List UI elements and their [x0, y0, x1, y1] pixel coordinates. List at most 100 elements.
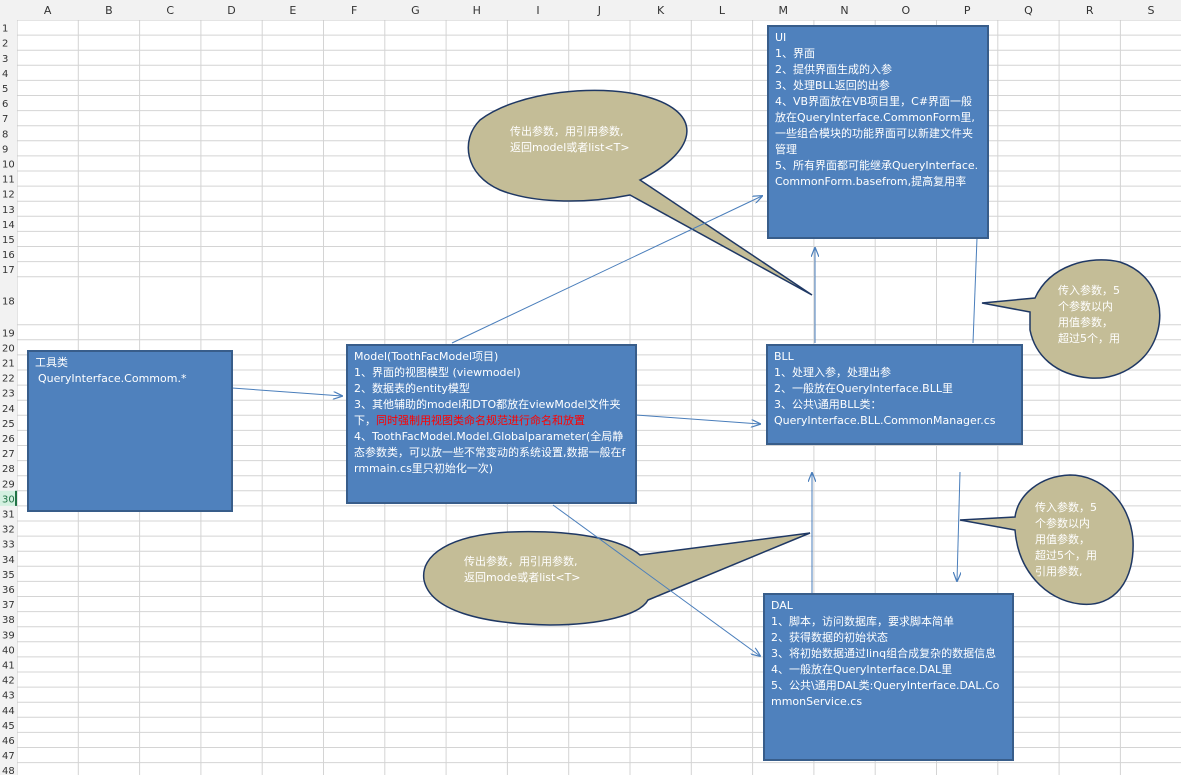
row-header-47[interactable]: 47 — [2, 751, 15, 762]
tools-box[interactable]: 工具类 QueryInterface.Commom.* — [27, 350, 233, 512]
column-header-I[interactable]: I — [536, 4, 539, 17]
column-header-H[interactable]: H — [473, 4, 481, 17]
row-header-21[interactable]: 21 — [2, 358, 15, 369]
row-headers[interactable]: 1234567891011121314151617181920212223242… — [0, 0, 17, 775]
row-header-31[interactable]: 31 — [2, 509, 15, 520]
bubble-right-top-text: 传入参数，5 个参数以内 用值参数， 超过5个，用 — [1058, 283, 1158, 347]
row-header-3[interactable]: 3 — [2, 54, 8, 65]
row-header-6[interactable]: 6 — [2, 99, 8, 110]
row-header-38[interactable]: 38 — [2, 615, 15, 626]
bubble-right-top-line3: 用值参数， — [1058, 316, 1113, 329]
ui-box-line1: 1、界面 — [775, 47, 815, 60]
column-header-B[interactable]: B — [105, 4, 113, 17]
tools-box-title: 工具类 — [35, 356, 68, 369]
column-header-M[interactable]: M — [779, 4, 789, 17]
bll-box[interactable]: BLL 1、处理入参，处理出参 2、一般放在QueryInterface.BLL… — [766, 344, 1023, 445]
arrow-ui-to-bll — [972, 237, 978, 344]
row-header-26[interactable]: 26 — [2, 434, 15, 445]
model-box[interactable]: Model(ToothFacModel项目) 1、界面的视图模型 (viewmo… — [346, 344, 637, 504]
row-header-36[interactable]: 36 — [2, 585, 15, 596]
model-box-line3-text: 3、其他辅助的model和DTO都放在viewModel文件夹下， — [354, 398, 621, 427]
column-headers[interactable]: A B C D E F G H I J K L M N O P Q R S — [0, 0, 1181, 20]
bubble-right-top-line2: 个参数以内 — [1058, 300, 1113, 313]
row-header-15[interactable]: 15 — [2, 235, 15, 246]
row-header-29[interactable]: 29 — [2, 479, 15, 490]
row-header-42[interactable]: 42 — [2, 676, 15, 687]
dal-box-line4: 4、一般放在QueryInterface.DAL里 — [771, 663, 953, 676]
row-header-44[interactable]: 44 — [2, 706, 15, 717]
dal-box[interactable]: DAL 1、脚本，访问数据库，要求脚本简单 2、获得数据的初始状态 3、将初始数… — [763, 593, 1014, 761]
row-header-28[interactable]: 28 — [2, 464, 15, 475]
row-header-4[interactable]: 4 — [2, 69, 8, 80]
bll-box-title: BLL — [774, 350, 794, 363]
row-header-17[interactable]: 17 — [2, 265, 15, 276]
bubble-right-bottom-line3: 用值参数， — [1035, 533, 1090, 546]
row-header-16[interactable]: 16 — [2, 250, 15, 261]
arrow-model-to-dal — [552, 504, 760, 656]
ui-box-line3: 3、处理BLL返回的出参 — [775, 79, 890, 92]
row-header-23[interactable]: 23 — [2, 389, 15, 400]
row-header-35[interactable]: 35 — [2, 570, 15, 581]
arrow-bll-to-dal — [957, 471, 960, 581]
column-header-bar — [0, 0, 1181, 20]
row-header-41[interactable]: 41 — [2, 660, 15, 671]
row-header-10[interactable]: 10 — [2, 159, 15, 170]
column-header-P[interactable]: P — [964, 4, 971, 17]
row-header-8[interactable]: 8 — [2, 129, 8, 140]
column-header-S[interactable]: S — [1148, 4, 1155, 17]
column-header-R[interactable]: R — [1086, 4, 1094, 17]
bubble-bottom-text: 传出参数，用引用参数, 返回mode或者list<T> — [464, 554, 634, 586]
callout-bubble-right-top — [981, 259, 1161, 379]
row-header-30[interactable]: 30 — [2, 494, 15, 505]
column-header-G[interactable]: G — [411, 4, 420, 17]
row-header-20[interactable]: 20 — [2, 343, 15, 354]
row-header-24[interactable]: 24 — [2, 404, 15, 415]
column-header-E[interactable]: E — [289, 4, 296, 17]
bubble-right-top-line1: 传入参数，5 — [1058, 284, 1120, 297]
row-header-7[interactable]: 7 — [2, 114, 8, 125]
row-header-33[interactable]: 33 — [2, 540, 15, 551]
column-header-F[interactable]: F — [351, 4, 357, 17]
column-header-J[interactable]: J — [597, 4, 601, 17]
column-header-K[interactable]: K — [657, 4, 665, 17]
row-header-32[interactable]: 32 — [2, 525, 15, 536]
bll-box-line1: 1、处理入参，处理出参 — [774, 366, 891, 379]
row-header-27[interactable]: 27 — [2, 449, 15, 460]
row-header-46[interactable]: 46 — [2, 736, 15, 747]
row-header-18[interactable]: 18 — [2, 297, 15, 308]
row-header-39[interactable]: 39 — [2, 630, 15, 641]
column-header-O[interactable]: O — [902, 4, 911, 17]
dal-box-line5: 5、公共\通用DAL类:QueryInterface.DAL.CommonSer… — [771, 679, 1000, 708]
row-header-25[interactable]: 25 — [2, 419, 15, 430]
bubble-right-bottom-text: 传入参数，5 个参数以内 用值参数， 超过5个，用 引用参数, — [1035, 500, 1130, 580]
row-header-13[interactable]: 13 — [2, 205, 15, 216]
bubble-right-bottom-line4: 超过5个，用 — [1035, 549, 1097, 562]
column-header-D[interactable]: D — [227, 4, 235, 17]
row-header-45[interactable]: 45 — [2, 721, 15, 732]
column-header-L[interactable]: L — [719, 4, 726, 17]
arrow-tools-to-model — [231, 387, 342, 396]
column-header-C[interactable]: C — [166, 4, 174, 17]
row-header-11[interactable]: 11 — [2, 175, 15, 186]
row-header-19[interactable]: 19 — [2, 328, 15, 339]
bubble-right-bottom-line5: 引用参数, — [1035, 565, 1083, 578]
row-header-2[interactable]: 2 — [2, 39, 8, 50]
arrow-model-to-bll — [635, 414, 760, 424]
row-header-9[interactable]: 9 — [2, 144, 8, 155]
row-header-43[interactable]: 43 — [2, 691, 15, 702]
column-header-A[interactable]: A — [44, 4, 52, 17]
row-header-22[interactable]: 22 — [2, 374, 15, 385]
column-header-Q[interactable]: Q — [1024, 4, 1033, 17]
row-header-5[interactable]: 5 — [2, 84, 8, 95]
row-header-40[interactable]: 40 — [2, 645, 15, 656]
row-header-37[interactable]: 37 — [2, 600, 15, 611]
bubble-right-bottom-line2: 个参数以内 — [1035, 517, 1090, 530]
row-header-48[interactable]: 48 — [2, 766, 15, 775]
row-header-14[interactable]: 14 — [2, 220, 15, 231]
model-box-line3-emphasis: 同时强制用视图类命名规范进行命名和放置 — [376, 414, 585, 427]
row-header-34[interactable]: 34 — [2, 555, 15, 566]
ui-box[interactable]: UI 1、界面 2、提供界面生成的入参 3、处理BLL返回的出参 4、VB界面放… — [767, 25, 989, 239]
column-header-N[interactable]: N — [840, 4, 848, 17]
row-header-12[interactable]: 12 — [2, 190, 15, 201]
row-header-1[interactable]: 1 — [2, 24, 8, 35]
